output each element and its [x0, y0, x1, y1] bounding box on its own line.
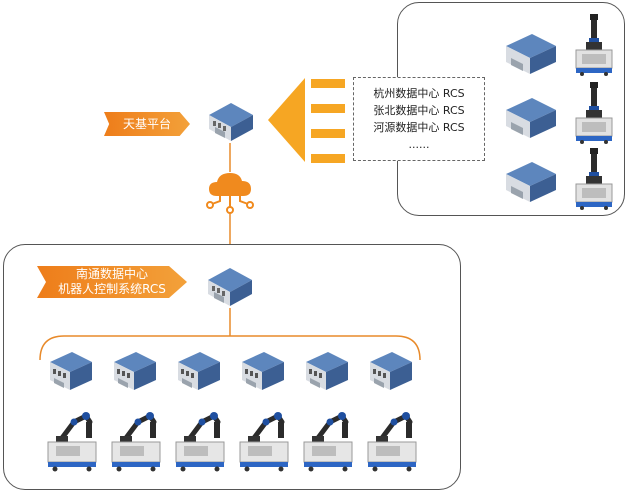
robot-arm-agv-icon [239, 412, 289, 472]
server-building-icon [208, 268, 252, 306]
robot-arm-agv-icon [575, 82, 613, 144]
local-center-tag: 南通数据中心 机器人控制系统RCS [37, 266, 187, 298]
robot-arm-agv-icon [303, 412, 353, 472]
datacenter-list-item: 杭州数据中心 RCS [373, 87, 465, 100]
robot-arm-agv-icon [111, 412, 161, 472]
platform-tag: 天基平台 [104, 112, 190, 136]
local-center-label-line1: 南通数据中心 [75, 267, 148, 281]
datacenter-list-item: 张北数据中心 RCS [373, 104, 465, 117]
robot-arm-agv-icon [367, 412, 417, 472]
server-building-icon [306, 352, 348, 390]
robot-arm-agv-icon [575, 148, 613, 210]
datacenter-list: 杭州数据中心 RCS 张北数据中心 RCS 河源数据中心 RCS ...... [353, 77, 485, 161]
server-building-icon [114, 352, 156, 390]
server-building-icon [178, 352, 220, 390]
local-center-label-line2: 机器人控制系统RCS [58, 282, 166, 296]
server-building-icon [209, 103, 253, 141]
datacenter-list-item: ...... [408, 138, 430, 151]
server-building-icon [50, 352, 92, 390]
server-building-icon [370, 352, 412, 390]
robot-arm-agv-icon [575, 14, 613, 76]
list-bar-2 [311, 104, 345, 113]
platform-label: 天基平台 [122, 116, 171, 131]
robot-arm-agv-icon [47, 412, 97, 472]
list-bar-3 [311, 129, 345, 138]
datacenter-list-item: 河源数据中心 RCS [373, 121, 465, 134]
cloud-network-icon [206, 173, 254, 214]
list-bar-1 [311, 79, 345, 88]
list-bar-4 [311, 154, 345, 163]
server-building-icon [506, 162, 556, 202]
server-building-icon [506, 98, 556, 138]
server-building-icon [506, 34, 556, 74]
robot-arm-agv-icon [175, 412, 225, 472]
server-building-icon [242, 352, 284, 390]
